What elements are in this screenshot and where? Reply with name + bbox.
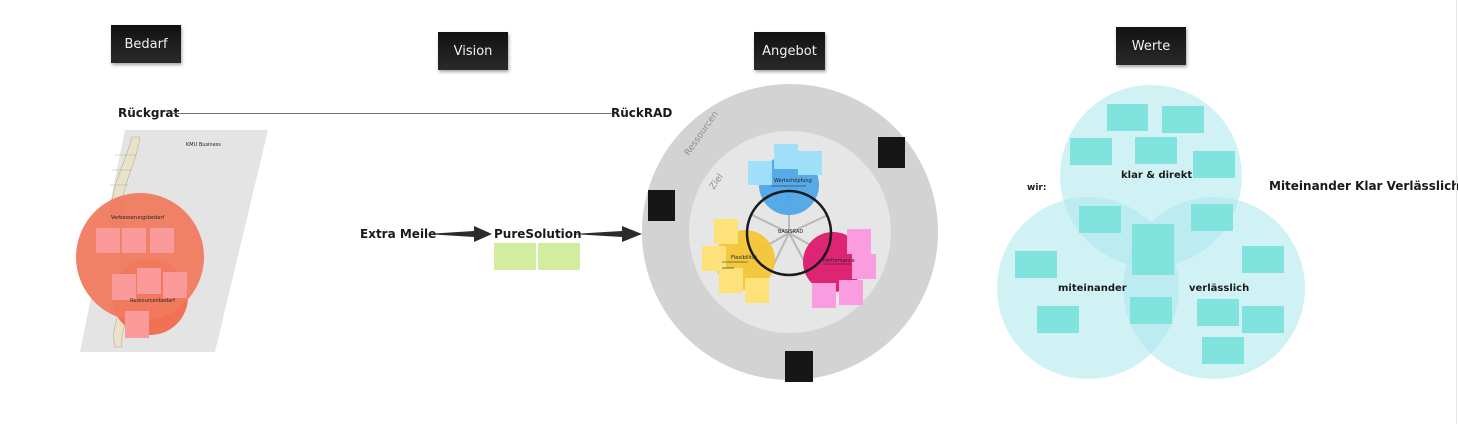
werte-note[interactable]	[1130, 297, 1172, 324]
verbesserungsbedarf-label: Verbesserungsbedarf	[111, 215, 165, 221]
note	[745, 278, 769, 303]
werte-note[interactable]	[1202, 337, 1244, 364]
werte-note[interactable]	[1015, 251, 1057, 278]
werte-note[interactable]	[1162, 106, 1204, 133]
rueckgrat-connector-line	[172, 113, 612, 114]
verlaesslich-label: verlässlich	[1189, 283, 1250, 294]
arrow-extra-meile-to-pure-solution	[426, 226, 492, 242]
werte-note[interactable]	[1242, 246, 1284, 273]
header-vision-label: Vision	[453, 43, 493, 59]
pure-solution-note-1[interactable]	[494, 243, 536, 270]
pure-solution-label: PureSolution	[494, 227, 582, 241]
note	[112, 274, 136, 300]
note	[774, 144, 798, 169]
werte-note[interactable]	[1107, 104, 1148, 131]
flexibilitaet-label: Flexibilität	[731, 255, 757, 261]
note	[122, 228, 146, 253]
note	[812, 283, 836, 308]
header-bedarf[interactable]: Bedarf	[111, 25, 181, 63]
note	[163, 272, 187, 298]
werte-note[interactable]	[1135, 137, 1177, 164]
resource-block[interactable]	[878, 137, 905, 168]
header-bedarf-label: Bedarf	[124, 36, 168, 52]
werte-note[interactable]	[1079, 206, 1121, 233]
werte-note[interactable]	[1037, 306, 1079, 333]
note	[96, 228, 120, 253]
note	[748, 161, 772, 185]
resource-block[interactable]	[648, 190, 675, 221]
werte-note[interactable]	[1191, 204, 1233, 231]
kmu-business-title: KMU Business	[186, 142, 221, 148]
header-angebot[interactable]: Angebot	[754, 32, 825, 70]
angebot-wheel	[702, 144, 876, 308]
arrow-pure-solution-to-angebot	[572, 226, 642, 242]
note	[714, 219, 738, 244]
wheel-rim	[745, 189, 833, 277]
resource-block[interactable]	[785, 351, 813, 382]
pure-solution-note-2[interactable]	[538, 243, 580, 270]
ruckrad-label: RückRAD	[611, 106, 673, 120]
performance-label: Performance	[823, 258, 855, 264]
header-vision[interactable]: Vision	[438, 32, 508, 70]
note	[137, 268, 161, 294]
note	[852, 254, 876, 279]
werte-note[interactable]	[1193, 151, 1235, 178]
header-werte[interactable]: Werte	[1116, 27, 1186, 65]
bedarf-diagram	[76, 130, 268, 352]
note	[847, 229, 871, 254]
klar-direkt-label: klar & direkt	[1121, 170, 1193, 181]
note	[798, 151, 822, 175]
rueckgrat-label: Rückgrat	[118, 106, 180, 120]
header-werte-label: Werte	[1131, 38, 1171, 54]
werte-note[interactable]	[1197, 299, 1239, 326]
wir-label: wir:	[1027, 183, 1047, 193]
werte-note[interactable]	[1070, 138, 1112, 165]
note	[150, 228, 174, 253]
werte-note[interactable]	[1132, 224, 1174, 275]
ressourcenbedarf-label: Ressourcenbedarf	[130, 298, 176, 304]
canvas-edge-divider	[1456, 0, 1457, 424]
note	[839, 280, 863, 305]
werte-motto: Miteinander Klar Verlässlich	[1269, 179, 1458, 193]
note	[125, 311, 149, 338]
header-angebot-label: Angebot	[762, 43, 817, 59]
extra-meile-label: Extra Meile	[360, 227, 437, 241]
basisrad-label: BASISRAD	[778, 229, 804, 235]
note	[719, 268, 743, 293]
werte-note[interactable]	[1242, 306, 1284, 333]
miteinander-label: miteinander	[1058, 283, 1127, 294]
wertschoepfung-label: Wertschöpfung	[774, 178, 812, 184]
note	[702, 246, 726, 271]
